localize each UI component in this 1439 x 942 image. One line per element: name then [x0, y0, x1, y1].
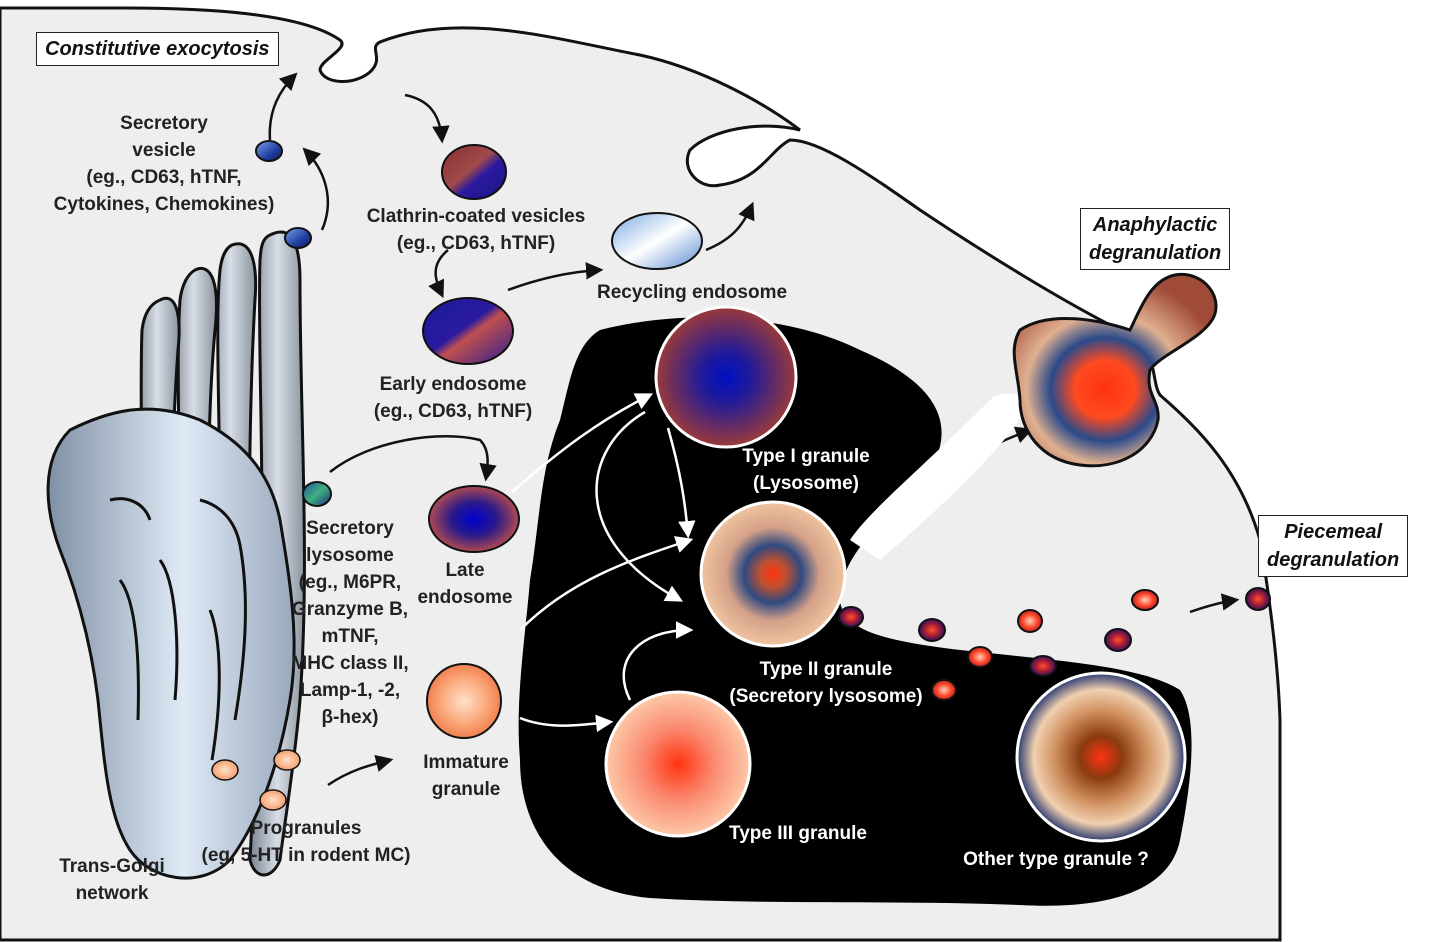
fusion-channel: [850, 393, 1026, 560]
type-1-granule-label: Type I granule (Lysosome): [742, 446, 870, 494]
other-type-granule: [1015, 671, 1187, 843]
secretory-lysosome-vesicle: [302, 481, 332, 507]
progranule: [211, 759, 239, 781]
type-3-granule: [604, 690, 752, 838]
early-endosome-label: Early endosome (eg., CD63, hTNF): [373, 374, 533, 422]
secretory-lysosome-label: Secretory lysosome (eg., M6PR, Granzyme …: [291, 518, 409, 728]
type-2-granule-label: Type II granule (Secretory lysosome): [729, 659, 923, 707]
clathrin-coated-vesicles-label: Clathrin-coated vesicles (eg., CD63, hTN…: [366, 206, 586, 254]
immature-granule: [426, 663, 502, 739]
constitutive-exocytosis-box: Constitutive exocytosis: [36, 32, 279, 66]
clathrin-coated-vesicle: [441, 144, 507, 200]
type-2-granule: [699, 500, 847, 648]
progranule: [273, 749, 301, 771]
early-endosome: [422, 297, 514, 365]
secretory-vesicle-budding: [284, 227, 312, 249]
secretory-vesicle: [255, 140, 283, 162]
late-endosome: [428, 485, 520, 553]
golgi-apparatus: [46, 230, 306, 880]
recycling-endosome-label: Recycling endosome: [596, 282, 788, 303]
immature-granule-label: Immature granule: [423, 752, 509, 800]
progranule: [259, 789, 287, 811]
other-type-granule-label: Other type granule ?: [963, 849, 1149, 870]
anaphylactic-degranulation-box: Anaphylactic degranulation: [1080, 208, 1231, 270]
progranules-label: Progranules (eg, 5-HT in rodent MC): [201, 818, 411, 866]
white-arrows: [511, 393, 696, 733]
secretory-vesicle-label: Secretory vesicle (eg., CD63, hTNF, Cyto…: [53, 113, 275, 215]
type-3-granule-label: Type III granule: [729, 823, 867, 844]
type-1-granule: [654, 305, 798, 449]
piecemeal-degranulation-box: Piecemeal degranulation: [1258, 515, 1409, 577]
piecemeal-vesicles: [838, 587, 1271, 701]
recycling-endosome: [611, 212, 703, 270]
late-endosome-label: Late endosome: [417, 560, 513, 608]
trans-golgi-network-label: Trans-Golgi network: [59, 856, 165, 904]
anaphylactic-granule: [1012, 273, 1218, 468]
